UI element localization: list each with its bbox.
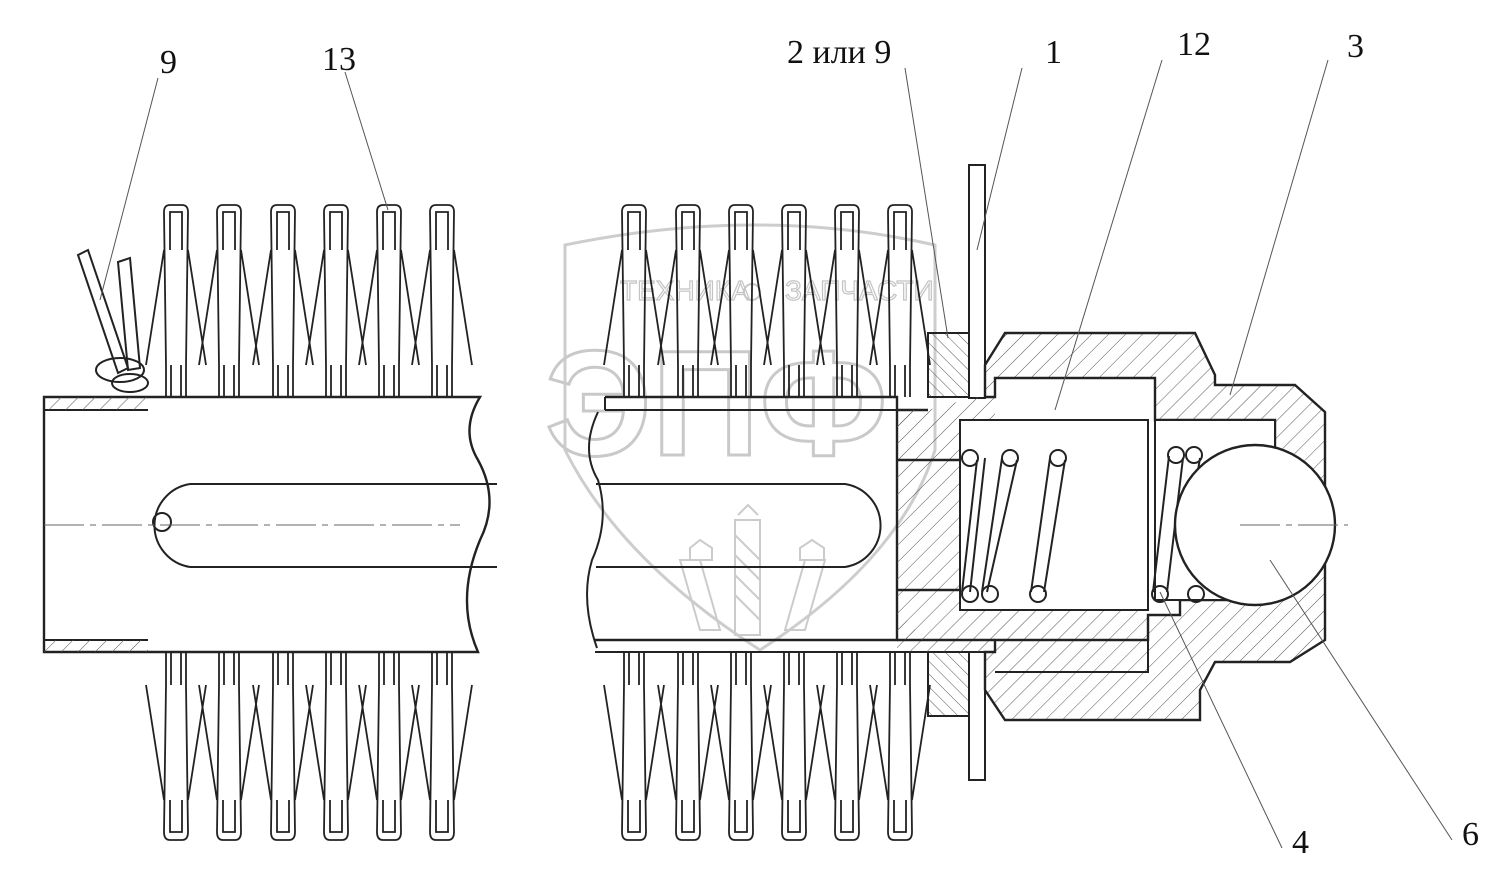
watermark-text-left: ТЕХНИКА <box>620 275 750 306</box>
wire-loop <box>816 204 878 397</box>
wire-loop <box>358 652 420 841</box>
wire-loop <box>710 652 772 841</box>
watermark-logo: ЭПФ <box>545 319 888 487</box>
right-wires-top <box>603 204 931 397</box>
left-pin-leg-2 <box>116 256 142 372</box>
wire-loop <box>145 652 207 841</box>
right-assembly <box>586 164 1348 841</box>
left-pin-loop-2 <box>111 373 149 393</box>
left-wires-top <box>145 204 473 397</box>
insert-chamfer-top <box>897 410 925 440</box>
wire-loop <box>305 204 367 397</box>
watermark-text-right: ЗАПЧАСТИ <box>785 275 934 306</box>
right-slot <box>596 483 882 568</box>
plate-bottom <box>968 651 986 781</box>
wire-loop <box>710 204 772 397</box>
callout-6: 6 <box>1462 816 1479 853</box>
wire-loop <box>816 652 878 841</box>
wire-loop <box>657 204 719 397</box>
leader-13 <box>344 71 389 211</box>
left-pin-loop-1 <box>95 357 145 383</box>
left-wires-bottom <box>145 652 473 841</box>
left-assembly <box>42 204 497 841</box>
spring-main <box>961 449 1067 603</box>
leader-12 <box>1054 59 1163 411</box>
watermark-shield-outline <box>563 223 937 652</box>
callout-2or9: 2 или 9 <box>787 34 891 71</box>
leader-3 <box>1229 59 1329 396</box>
wire-loop <box>869 204 931 397</box>
watermark: ТЕХНИКА ЗАПЧАСТИ ЭПФ <box>544 223 937 652</box>
right-wires-bottom <box>603 652 931 841</box>
callout-9: 9 <box>160 44 177 81</box>
body-inner-edges <box>995 377 1156 673</box>
wire-loop <box>145 204 207 397</box>
watermark-wheat-icon <box>678 503 827 636</box>
wire-loop <box>198 204 260 397</box>
leader-4 <box>1159 591 1283 849</box>
left-pin-leg-1 <box>76 248 130 375</box>
callout-13: 13 <box>322 41 356 78</box>
left-tube-hatch-top <box>44 397 148 410</box>
leader-1 <box>976 67 1023 251</box>
callout-12: 12 <box>1177 26 1211 63</box>
wire-loop <box>603 652 665 841</box>
wire-loop <box>763 652 825 841</box>
wire-loop <box>358 204 420 397</box>
wire-loop <box>252 652 314 841</box>
callout-4: 4 <box>1292 824 1309 861</box>
wire-loop <box>411 204 473 397</box>
leader-9 <box>99 77 159 301</box>
leader-6 <box>1269 559 1453 841</box>
wire-loop <box>411 652 473 841</box>
spring-chamber <box>959 419 1149 611</box>
wire-loop <box>603 204 665 397</box>
left-tube-body <box>42 395 491 654</box>
callout-3: 3 <box>1347 28 1364 65</box>
washer-bottom <box>927 651 976 717</box>
wire-loop <box>657 652 719 841</box>
wire-loop <box>763 204 825 397</box>
leader-2or9 <box>904 67 949 339</box>
right-break-line <box>586 411 604 649</box>
plate-top <box>968 164 986 399</box>
left-tube-hatch-bottom <box>44 640 148 652</box>
wire-loop <box>305 652 367 841</box>
insert-bore <box>897 458 960 592</box>
washer-top <box>927 332 976 398</box>
wire-loop <box>869 652 931 841</box>
wire-loop <box>198 652 260 841</box>
callout-1: 1 <box>1045 34 1062 71</box>
leader-lines <box>99 59 1453 849</box>
wire-loop <box>252 204 314 397</box>
insert-chamfer-bottom <box>897 610 925 640</box>
callout-labels: 9 13 2 или 9 1 12 3 4 6 <box>160 26 1479 861</box>
left-slot-pin <box>152 512 172 532</box>
